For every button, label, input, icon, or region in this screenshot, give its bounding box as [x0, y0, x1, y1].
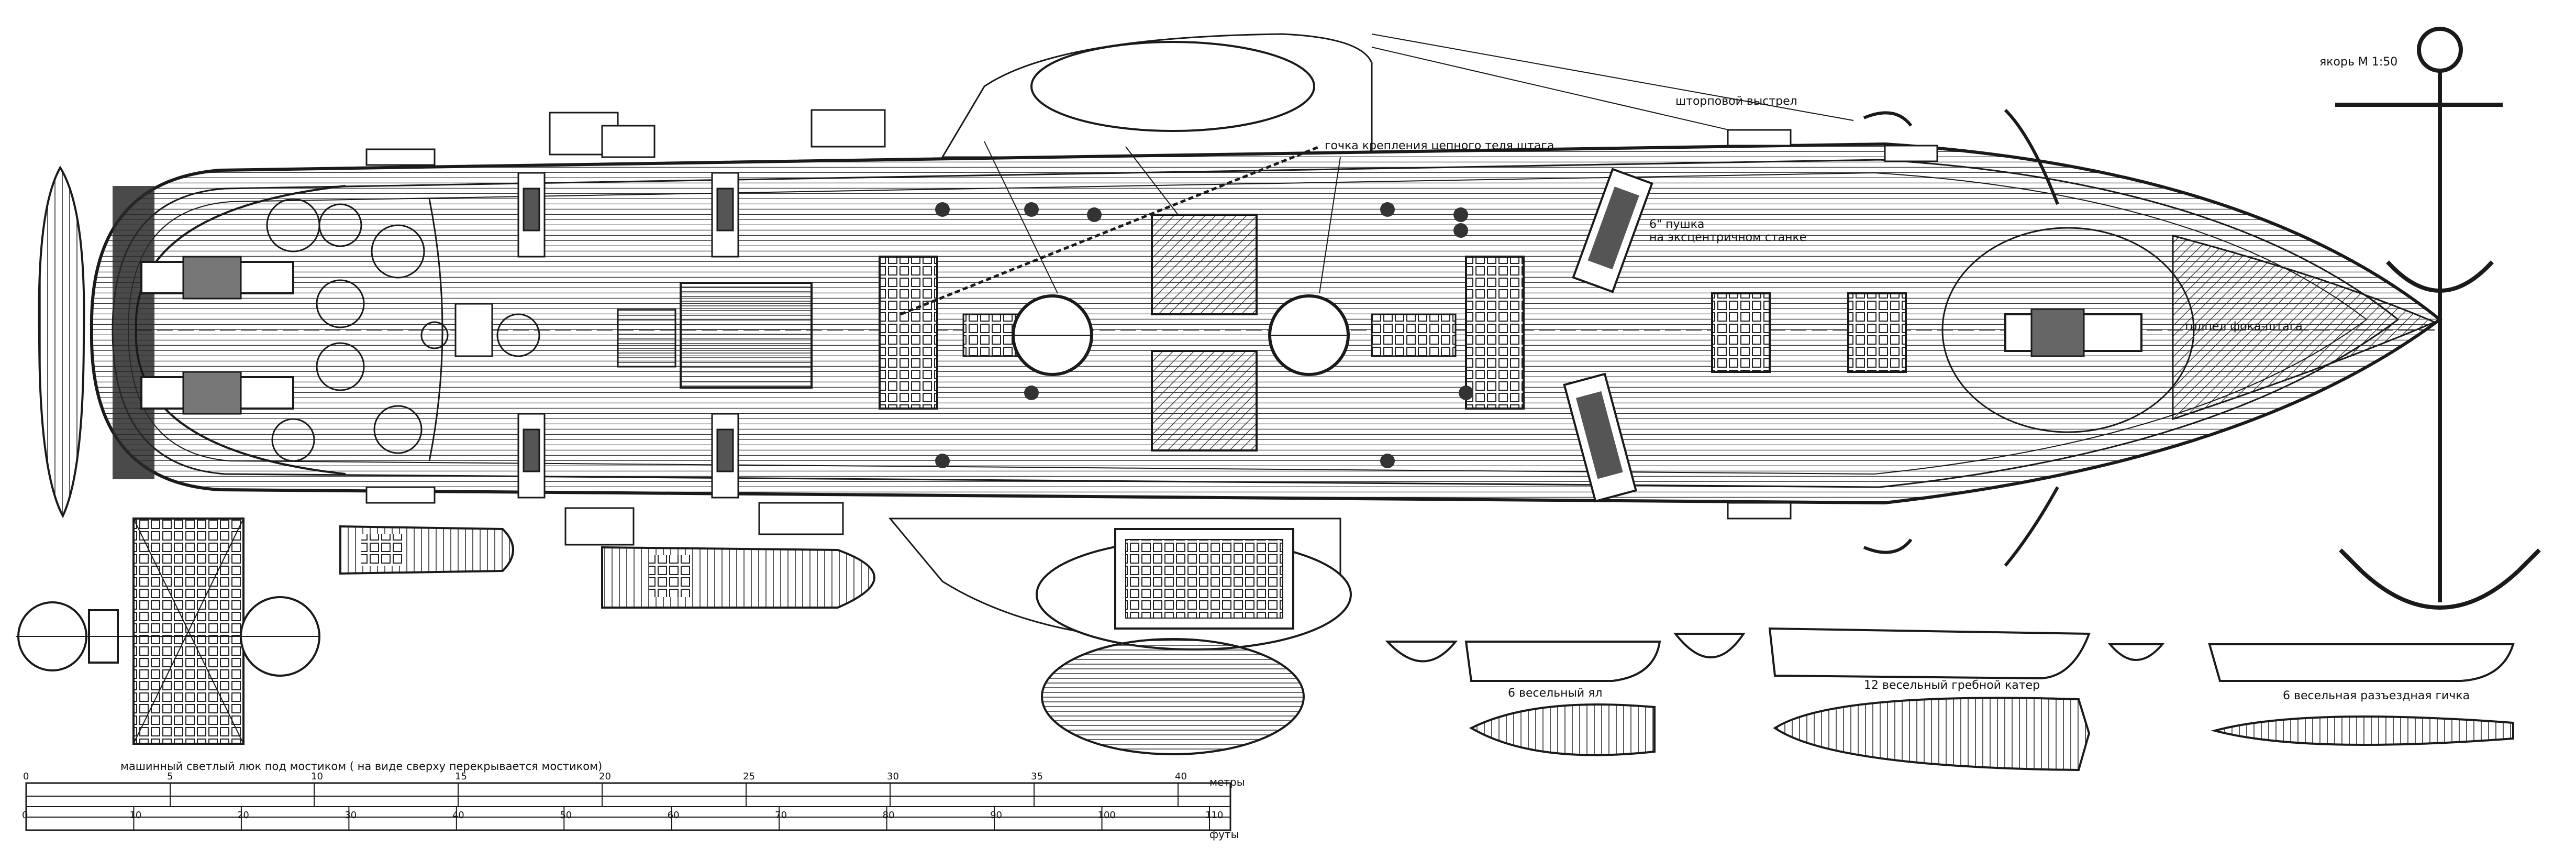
scale-bar: 0 5 10 15 20 25 30 35 40 0 10 20 30 40 50 60 70 80 90 100 1… — [22, 771, 1231, 831]
hull-outline — [90, 142, 2442, 505]
metre-tick-label: 5 — [167, 771, 173, 782]
metre-tick-label: 35 — [1031, 771, 1043, 782]
foot-tick-label: 80 — [883, 810, 895, 821]
metre-tick-label: 30 — [887, 771, 899, 782]
metre-tick-label: 0 — [23, 771, 29, 782]
foot-tick-label: 60 — [668, 810, 680, 821]
foot-tick-label: 30 — [345, 810, 357, 821]
yawl-label: 6 весельный ял — [1508, 687, 1603, 700]
chain-hitch-label: гочка крепления цепного теля штага — [1325, 139, 1554, 152]
boat-profiles — [1385, 627, 2515, 682]
foot-tick-label: 0 — [22, 810, 28, 821]
stern-side-boat — [38, 166, 85, 519]
metre-tick-label: 25 — [743, 771, 755, 782]
gig-plan — [2211, 715, 2514, 746]
metre-tick-label: 10 — [311, 771, 323, 782]
foot-tick-label: 50 — [560, 810, 572, 821]
foot-tick-label: 100 — [1098, 810, 1116, 821]
metre-tick-label: 40 — [1175, 771, 1187, 782]
foot-tick-label: 90 — [990, 810, 1002, 821]
cutter-label: 12 весельный гребной катер — [1864, 679, 2040, 692]
scale-note-label: якорь М 1:50 — [2319, 56, 2397, 69]
boat-below-bridge — [1041, 638, 1305, 755]
metre-tick-label: 20 — [599, 771, 611, 782]
yawl-plan — [1469, 703, 1656, 756]
foot-unit-label: футы — [1209, 828, 1239, 841]
anchor-detail — [2335, 27, 2541, 610]
boom-label: шторповой выстрел — [1675, 95, 1797, 108]
skylight-note-label: машинный светлый люк под мостиком ( на в… — [120, 760, 602, 773]
foot-tick-label: 70 — [775, 810, 787, 821]
gig-label: 6 весельная разъездная гичка — [2283, 689, 2470, 702]
side-boat-2 — [601, 546, 875, 609]
gun-note-2-label: на эксцентричном станке — [1649, 231, 1806, 244]
cutter-plan — [1773, 697, 2091, 772]
metre-tick-label: 15 — [455, 771, 467, 782]
bow-anchors — [1863, 108, 2059, 567]
foot-tick-label: 20 — [237, 810, 249, 821]
foot-tick-label: 10 — [129, 810, 141, 821]
bridge-boat-top — [1030, 41, 1315, 132]
ship-hull — [90, 33, 2442, 643]
metre-unit-label: метры — [1209, 776, 1245, 788]
gun-note-1-label: 6" пушка — [1649, 218, 1704, 231]
bowsprit-note-label: толпел фока-штага — [2183, 320, 2303, 333]
foot-tick-label: 110 — [1205, 810, 1223, 821]
foot-tick-label: 40 — [452, 810, 464, 821]
